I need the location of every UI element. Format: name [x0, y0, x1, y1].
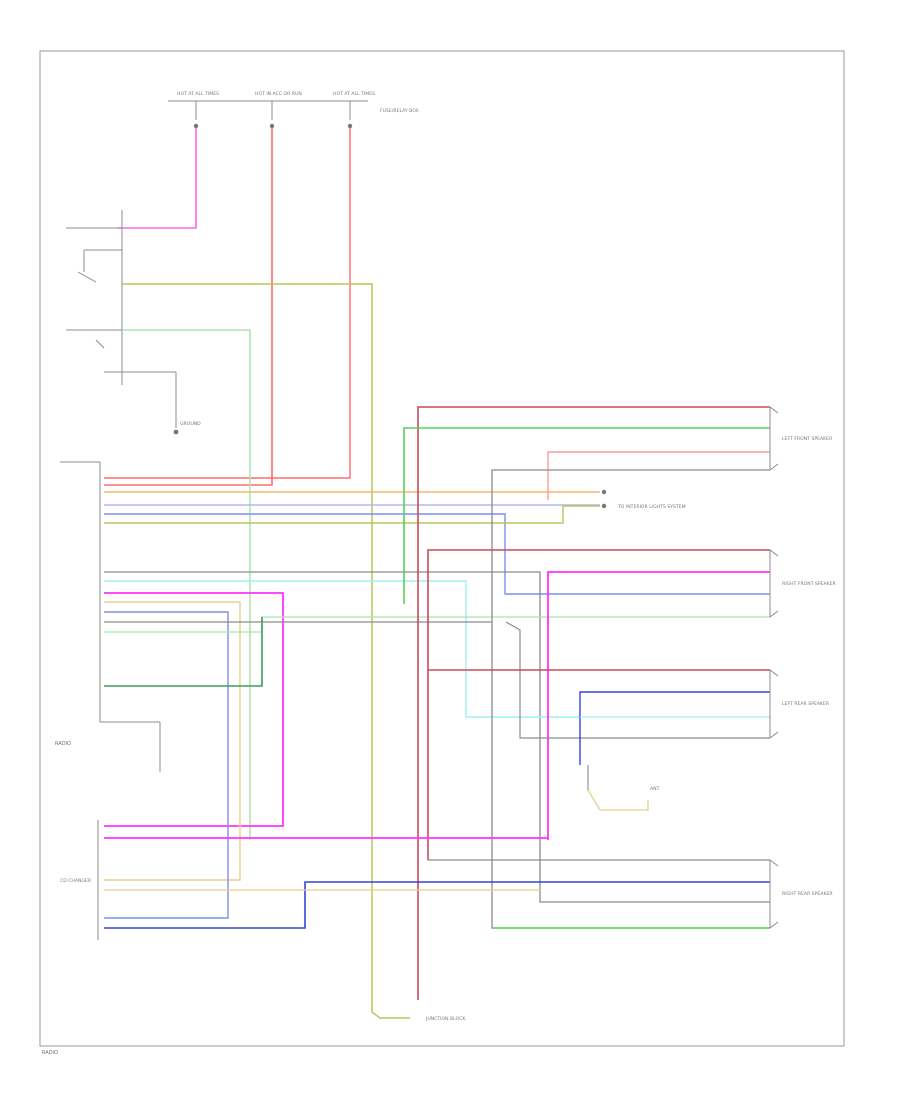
wire-magenta-a [104, 592, 284, 827]
ground-label: GROUND [180, 421, 201, 427]
radio-connector [60, 461, 161, 772]
speaker-right-rear: RIGHT REAR SPEAKER [769, 859, 833, 929]
wire-cyan [104, 580, 580, 718]
wire-tan-a [104, 601, 241, 881]
interior-label: TO INTERIOR LIGHTS SYSTEM [617, 504, 686, 510]
wire-tan-ant [587, 789, 649, 811]
wire-gray-rf [505, 621, 770, 739]
speaker-right-front: RIGHT FRONT SPEAKER [769, 549, 837, 618]
wire-blue-b [104, 611, 229, 919]
footer-label: RADIO [42, 1050, 58, 1056]
rr-label: RIGHT REAR SPEAKER [782, 891, 833, 897]
junction-label: JUNCTION BLOCK [425, 1016, 466, 1022]
wire-yellowgreen-b [104, 505, 600, 524]
diagram-frame [39, 50, 845, 1047]
wire-royal-lr [579, 691, 770, 765]
fuse-box-label: FUSE/RELAY BOX [380, 108, 419, 114]
wire-dkgreen [104, 617, 263, 687]
fuse-block: HOT AT ALL TIMES HOT IN ACC OR RUN HOT A… [168, 91, 419, 129]
wire-royal-rr [104, 881, 770, 929]
interior-node [601, 503, 607, 509]
wire-yellowgreen [122, 283, 410, 1019]
wire-lightred-lf [547, 451, 770, 500]
wire-pink-feed [118, 128, 197, 229]
switch-cluster [66, 210, 179, 435]
fuse-terminal [347, 123, 353, 129]
interior-node [601, 489, 607, 495]
fuse2-label: HOT IN ACC OR RUN [255, 91, 302, 97]
fuse3-label: HOT AT ALL TIMES [333, 91, 375, 97]
wire-lightgreen [122, 329, 251, 840]
wire-magenta-rf [547, 571, 770, 840]
speaker-left-rear: LEFT REAR SPEAKER [769, 669, 830, 739]
lf-label: LEFT FRONT SPEAKER [782, 436, 833, 442]
rf-label: RIGHT FRONT SPEAKER [782, 581, 837, 587]
wire-red-feed [104, 128, 273, 486]
wire-lightgreen-b [104, 616, 770, 633]
ant-label: ANT [650, 786, 660, 792]
fuse1-label: HOT AT ALL TIMES [177, 91, 219, 97]
wire-gray-a [104, 571, 770, 903]
wire-red-feed-2 [104, 128, 351, 479]
wire-darkred-lf [417, 406, 770, 1000]
wire-darkred-rf [427, 549, 770, 860]
wire-blue-a [104, 513, 770, 595]
fuse-terminal [193, 123, 199, 129]
wire-green-lf [403, 427, 770, 604]
cd-label: CD CHANGER [60, 878, 92, 884]
lr-label: LEFT REAR SPEAKER [782, 701, 830, 707]
ground-point [173, 429, 179, 435]
fuse-terminal [269, 123, 275, 129]
cd-changer-connector: CD CHANGER [60, 820, 99, 940]
radio-label: RADIO [55, 741, 71, 747]
speaker-left-front: LEFT FRONT SPEAKER [769, 406, 833, 471]
wire-gray-lf [491, 469, 770, 622]
